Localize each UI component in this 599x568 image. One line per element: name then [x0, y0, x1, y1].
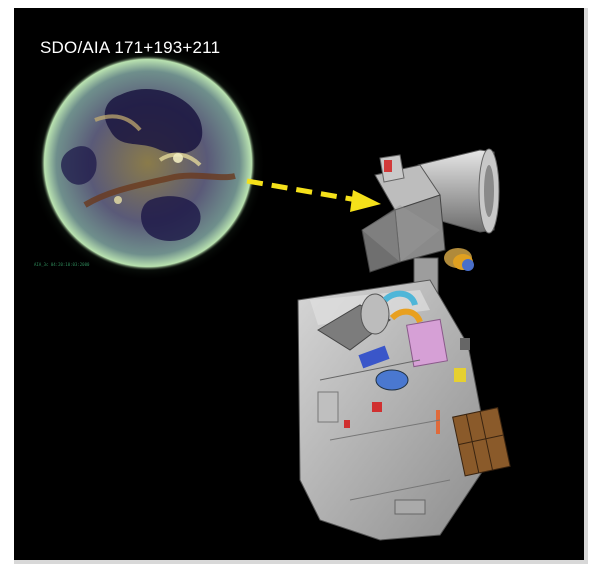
pointer-arrow — [246, 178, 381, 212]
instrument-model — [297, 148, 511, 541]
figure-label: SDO/AIA 171+193+211 — [40, 38, 221, 57]
sun-image — [30, 45, 266, 281]
sun-caption: AIA_3c 04:20:10:03:2000 — [34, 262, 90, 267]
